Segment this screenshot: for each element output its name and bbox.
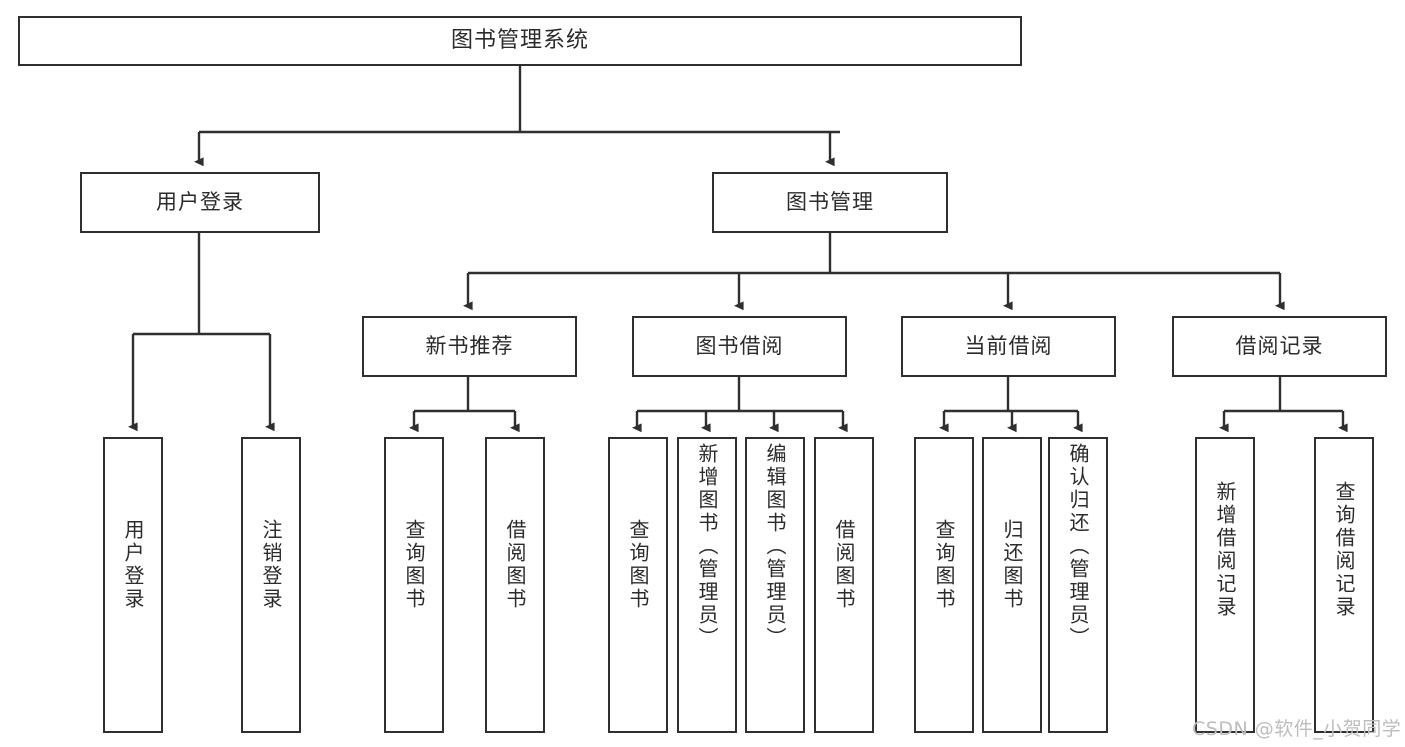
node-borrow-record[interactable]: 借阅记录	[1172, 316, 1387, 377]
node-label: 图书借阅	[695, 334, 784, 359]
leaf-query-borrow-record[interactable]: 查询借阅记录	[1314, 437, 1374, 733]
node-label: 查询图书	[626, 519, 650, 611]
node-label: 当前借阅	[964, 334, 1053, 359]
node-label: 用户登录	[121, 519, 145, 611]
node-user-login[interactable]: 用户登录	[80, 172, 320, 233]
leaf-borrow-book-new[interactable]: 借阅图书	[485, 437, 545, 733]
node-book-management[interactable]: 图书管理	[712, 172, 948, 233]
node-label: 图书管理	[786, 190, 874, 215]
node-label: 借阅图书	[503, 519, 527, 611]
leaf-borrow-book[interactable]: 借阅图书	[814, 437, 874, 733]
node-label: 用户登录	[156, 190, 244, 215]
leaf-edit-book-admin[interactable]: 编辑图书（管理员）	[745, 437, 805, 733]
leaf-logout[interactable]: 注销登录	[241, 437, 301, 733]
node-current-borrow[interactable]: 当前借阅	[901, 316, 1116, 377]
leaf-user-login[interactable]: 用户登录	[103, 437, 163, 733]
leaf-query-book-new[interactable]: 查询图书	[384, 437, 444, 733]
leaf-return-book[interactable]: 归还图书	[982, 437, 1042, 733]
node-label: 归还图书	[1000, 519, 1024, 611]
leaf-add-book-admin[interactable]: 新增图书（管理员）	[677, 437, 737, 733]
node-label: 注销登录	[259, 519, 283, 611]
node-root-system[interactable]: 图书管理系统	[18, 16, 1022, 66]
node-label: 确认归还（管理员）	[1066, 443, 1090, 650]
node-label: 查询借阅记录	[1332, 481, 1356, 619]
node-label: 编辑图书（管理员）	[763, 443, 787, 650]
node-new-book-recommend[interactable]: 新书推荐	[362, 316, 577, 377]
node-label: 查询图书	[932, 519, 956, 611]
leaf-query-book-borrow[interactable]: 查询图书	[608, 437, 668, 733]
leaf-add-borrow-record[interactable]: 新增借阅记录	[1195, 437, 1255, 733]
leaf-confirm-return-admin[interactable]: 确认归还（管理员）	[1048, 437, 1108, 733]
node-label: 新增图书（管理员）	[695, 443, 719, 650]
node-label: 新书推荐	[425, 334, 514, 359]
node-label: 查询图书	[402, 519, 426, 611]
node-label: 借阅记录	[1235, 334, 1324, 359]
node-label: 借阅图书	[832, 519, 856, 611]
leaf-query-book-current[interactable]: 查询图书	[914, 437, 974, 733]
node-book-borrow[interactable]: 图书借阅	[632, 316, 847, 377]
node-label: 图书管理系统	[450, 28, 589, 54]
node-label: 新增借阅记录	[1213, 481, 1237, 619]
